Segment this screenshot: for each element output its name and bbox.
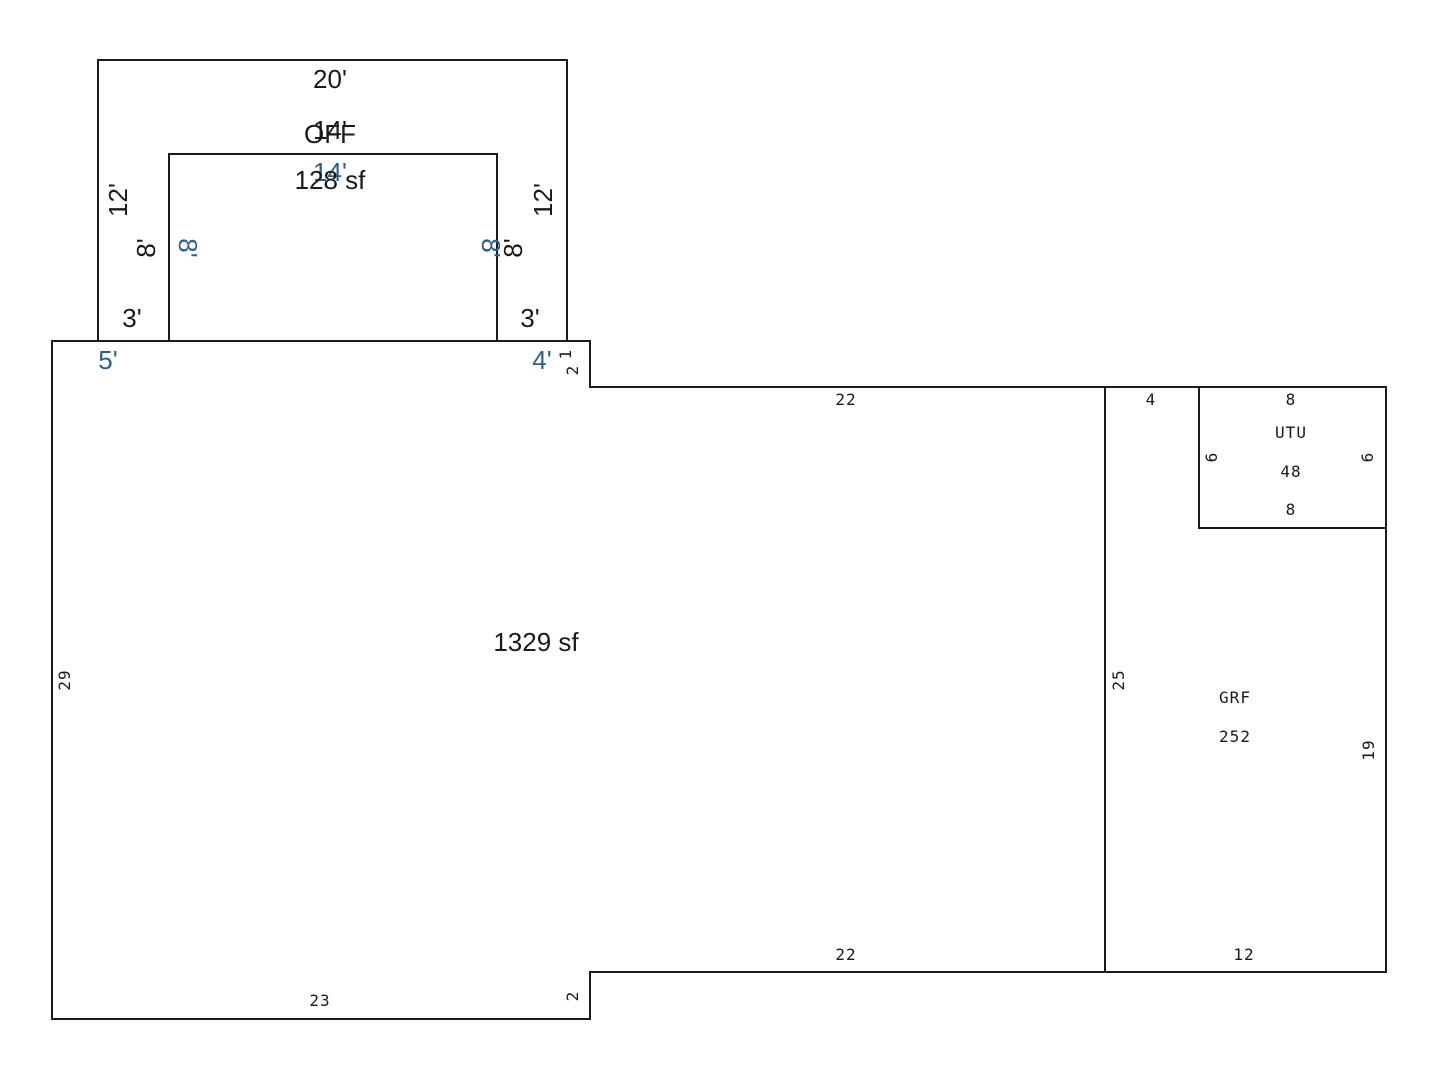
main-small-2: 2 — [563, 365, 582, 376]
grf-left-dim: 25 — [1109, 669, 1128, 690]
grf-right-dim: 19 — [1359, 739, 1378, 760]
main-area: 1329 sf — [493, 627, 579, 657]
grf-bottom-dim: 12 — [1233, 945, 1254, 964]
offf-left-leg: 3' — [122, 303, 141, 333]
garage-outline — [1105, 386, 1387, 973]
offf-right-outer: 12' — [528, 183, 558, 217]
utu-right-dim: 6 — [1358, 452, 1377, 463]
offf-left-inner-blue: 8' — [173, 238, 203, 257]
offf-area: 128 sf — [295, 165, 367, 195]
grf-label: GRF — [1219, 688, 1251, 707]
offf-right-inner-black: 8' — [498, 238, 528, 257]
offf-inner-top-width: 14' — [313, 115, 347, 145]
grf-top-dim: 4 — [1146, 390, 1157, 409]
main-bottom-step-dim: 2 — [563, 991, 582, 1002]
utu-label: UTU — [1275, 423, 1307, 442]
main-top-left-blue: 5' — [98, 345, 117, 375]
utu-top-dim: 8 — [1286, 390, 1297, 409]
utu-left-dim: 6 — [1202, 452, 1221, 463]
main-small-1: 1 — [556, 349, 575, 360]
main-house-outline — [51, 340, 1106, 1020]
utu-area: 48 — [1280, 462, 1301, 481]
utility-outline — [1198, 387, 1386, 529]
offf-right-inner-blue: 8' — [476, 238, 506, 257]
offf-right-leg: 3' — [520, 303, 539, 333]
offf-inner-top-blue: 14' — [313, 157, 347, 187]
main-bottom-right-dim: 22 — [835, 945, 856, 964]
offf-left-outer: 12' — [103, 183, 133, 217]
grf-area: 252 — [1219, 727, 1251, 746]
offf-outline — [97, 59, 568, 342]
main-top-right-dim: 22 — [835, 390, 856, 409]
main-left-dim: 29 — [55, 669, 74, 690]
main-top-right-blue: 4' — [532, 345, 551, 375]
main-bottom-left-dim: 23 — [309, 991, 330, 1010]
utu-bottom-dim: 8 — [1286, 500, 1297, 519]
offf-label: OFF — [304, 119, 356, 149]
offf-top-width: 20' — [313, 64, 347, 94]
offf-left-inner-black: 8' — [131, 238, 161, 257]
